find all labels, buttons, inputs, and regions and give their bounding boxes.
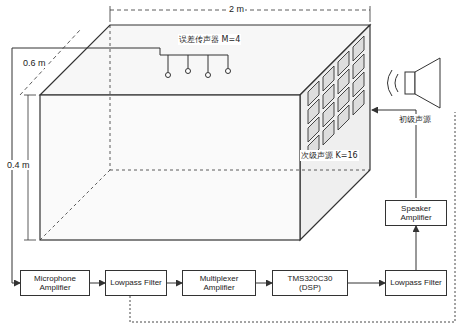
box-text: Multiplexer Amplifier — [186, 274, 252, 292]
box-text: Speaker Amplifier — [389, 204, 443, 222]
error-microphones — [165, 55, 231, 78]
box-text: Lowpass Filter — [110, 278, 162, 287]
dimension-label: 0.4 m — [6, 160, 31, 170]
signal-arrow — [416, 226, 417, 270]
box-text: Lowpass Filter — [390, 278, 442, 287]
process-box: TMS320C30 (DSP) — [272, 270, 348, 296]
mic-wire — [12, 48, 165, 283]
dimension-label: 2 m — [228, 4, 245, 14]
part-label: 误差传声器 M=4 — [178, 34, 241, 45]
process-box: Multiplexer Amplifier — [182, 270, 256, 296]
signal-arrow — [256, 283, 272, 284]
dimension-label: 0.6 m — [22, 58, 47, 68]
signal-arrow — [167, 283, 182, 284]
box-text: TMS320C30 (DSP) — [276, 274, 344, 292]
signal-arrow — [348, 283, 385, 284]
primary-source-icon — [388, 58, 441, 108]
duct-box — [40, 25, 370, 240]
process-box: Lowpass Filter — [385, 270, 447, 296]
reference-line — [130, 112, 455, 322]
signal-arrow — [90, 283, 105, 284]
process-box: Speaker Amplifier — [385, 200, 447, 226]
process-box: Microphone Amplifier — [20, 270, 90, 296]
part-label: 次级声源 K=16 — [300, 150, 359, 161]
box-text: Microphone Amplifier — [24, 274, 86, 292]
part-label: 初级声源 — [398, 114, 432, 125]
process-box: Lowpass Filter — [105, 270, 167, 296]
dimension-lines — [20, 6, 370, 240]
speaker-grid — [308, 36, 364, 160]
